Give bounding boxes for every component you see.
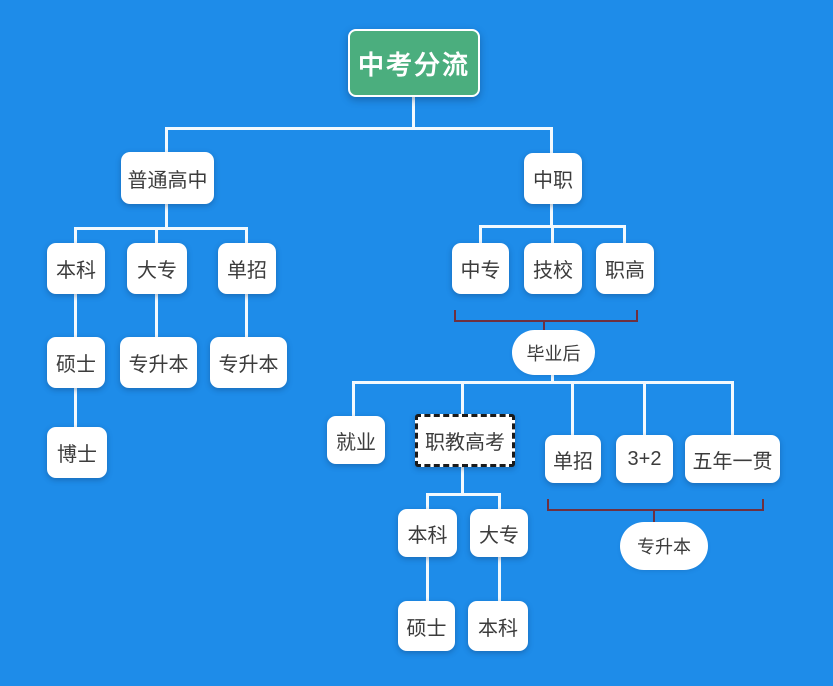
node-zhijiao-gaokao[interactable]: 职教高考 — [415, 414, 515, 467]
node-jiuye[interactable]: 就业 — [327, 416, 385, 464]
node-zhuanshengben-dazhuan[interactable]: 专升本 — [120, 337, 197, 388]
connector-line — [550, 203, 553, 227]
connector-line — [352, 381, 734, 384]
connector-line — [550, 128, 553, 153]
connector-line — [426, 557, 429, 601]
connector-line — [461, 467, 464, 494]
connector-line — [74, 227, 248, 230]
node-boshi[interactable]: 博士 — [47, 427, 107, 478]
node-shuoshi-zhijiao[interactable]: 硕士 — [398, 601, 455, 651]
connector-line — [426, 495, 429, 509]
connector-line — [245, 294, 248, 337]
connector-line — [352, 382, 355, 416]
node-dazhuan-gaozhong[interactable]: 大专 — [127, 243, 187, 294]
connector-line — [426, 493, 501, 496]
connector-line — [551, 372, 554, 382]
connector-line — [498, 495, 501, 509]
connector-line — [479, 225, 626, 228]
connector-line — [643, 382, 646, 435]
node-zhuanshengben-danzhao[interactable]: 专升本 — [210, 337, 287, 388]
node-shuoshi-left[interactable]: 硕士 — [47, 337, 105, 388]
node-danzhao-zhongzhi[interactable]: 单招 — [545, 435, 601, 483]
connector-line — [479, 227, 482, 243]
node-biyehou[interactable]: 毕业后 — [515, 333, 592, 372]
node-zhigao[interactable]: 职高 — [596, 243, 654, 294]
connector-line — [165, 203, 168, 229]
node-danzhao-gaozhong[interactable]: 单招 — [218, 243, 276, 294]
connector-line — [74, 229, 77, 243]
connector-line — [155, 294, 158, 337]
connector-line — [155, 229, 158, 243]
node-wunian-yiguan[interactable]: 五年一贯 — [685, 435, 780, 483]
connector-line — [498, 557, 501, 601]
node-zhongzhuan[interactable]: 中专 — [452, 243, 509, 294]
node-zhongzhi[interactable]: 中职 — [524, 153, 582, 204]
connector-line — [461, 382, 464, 414]
group-bracket — [454, 310, 638, 322]
connector-line — [571, 382, 574, 435]
node-benke-gaozhong[interactable]: 本科 — [47, 243, 105, 294]
node-dazhuan-zhijiao[interactable]: 大专 — [470, 509, 528, 557]
connector-line — [412, 97, 415, 128]
connector-line — [74, 294, 77, 337]
connector-line — [623, 227, 626, 243]
connector-line — [165, 127, 553, 130]
node-putong-gaozhong[interactable]: 普通高中 — [121, 152, 214, 204]
connector-line — [245, 229, 248, 243]
node-jixiao[interactable]: 技校 — [524, 243, 582, 294]
connector-line — [731, 382, 734, 435]
group-bracket-tick — [653, 511, 655, 525]
group-bracket-tick — [543, 322, 545, 333]
group-bracket — [547, 499, 764, 511]
node-san-jia-er[interactable]: 3+2 — [616, 435, 673, 483]
connector-line — [74, 388, 77, 427]
node-zhongkao-fenliu[interactable]: 中考分流 — [348, 29, 480, 97]
node-benke-zhijiao[interactable]: 本科 — [398, 509, 457, 557]
node-zhuanshengben-group[interactable]: 专升本 — [623, 525, 705, 567]
connector-line — [551, 227, 554, 243]
connector-line — [165, 128, 168, 152]
node-benke-bottom[interactable]: 本科 — [468, 601, 528, 651]
